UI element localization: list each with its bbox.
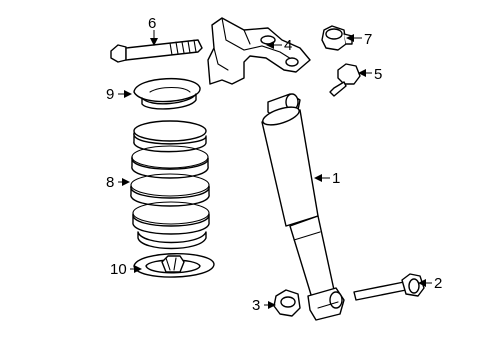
- callout-5: 5: [374, 66, 382, 83]
- callout-7: 7: [364, 31, 372, 48]
- callout-labels: 6 4 7 5 9 8 10 1 2 3: [106, 15, 442, 314]
- coil-spring-part-8: [130, 120, 210, 250]
- callout-2: 2: [434, 275, 442, 292]
- callout-4: 4: [284, 37, 292, 54]
- lower-spring-insulator-part-10: [133, 253, 215, 278]
- callout-1: 1: [332, 170, 340, 187]
- bolt-part-5: [329, 63, 361, 97]
- shock-absorber-part-1: [261, 93, 345, 321]
- nut-part-7: [321, 25, 353, 51]
- callout-3: 3: [252, 297, 260, 314]
- callout-8: 8: [106, 174, 114, 191]
- bolt-part-2: [353, 273, 425, 301]
- leader-lines: [118, 30, 432, 309]
- bolt-part-6: [110, 39, 203, 63]
- nut-part-3: [273, 289, 301, 317]
- callout-9: 9: [106, 86, 114, 103]
- callout-10: 10: [110, 261, 127, 278]
- upper-spring-insulator-part-9: [133, 78, 201, 110]
- callout-6: 6: [148, 15, 156, 32]
- bracket-part-4: [207, 17, 311, 85]
